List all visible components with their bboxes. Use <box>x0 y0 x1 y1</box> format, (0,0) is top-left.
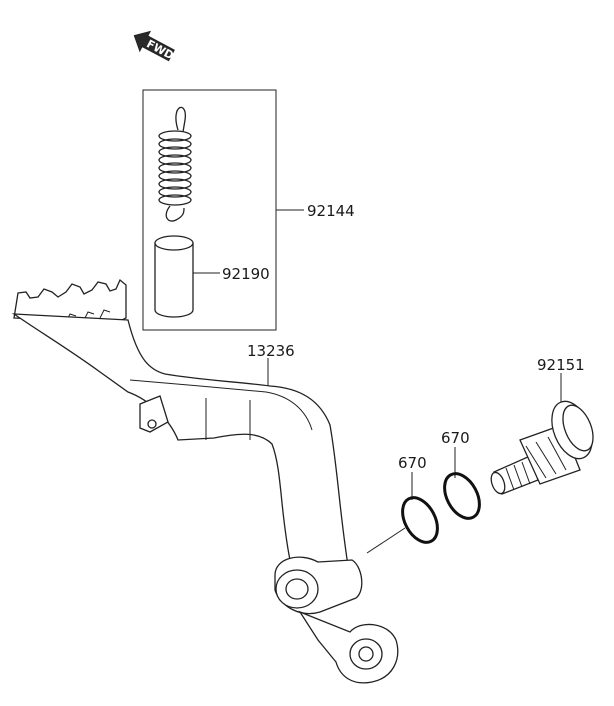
brake-pedal-drawing <box>11 278 399 684</box>
part-label-13236: 13236 <box>247 342 295 360</box>
fwd-label: FWD <box>144 37 176 62</box>
collar-drawing <box>154 235 194 318</box>
o-ring-drawing-a <box>401 496 439 544</box>
part-label-92190: 92190 <box>222 265 270 283</box>
pivot-bolt-drawing <box>490 400 594 495</box>
part-label-670-a: 670 <box>398 454 427 472</box>
fwd-indicator: FWD <box>133 30 176 62</box>
o-ring-drawing-b <box>443 472 481 520</box>
spring-drawing <box>158 106 192 222</box>
part-label-92151: 92151 <box>537 356 585 374</box>
part-label-670-b: 670 <box>441 429 470 447</box>
fwd-arrow-icon: FWD <box>133 30 176 62</box>
part-label-92144: 92144 <box>307 202 355 220</box>
leader-pedal-pivot <box>366 527 406 554</box>
